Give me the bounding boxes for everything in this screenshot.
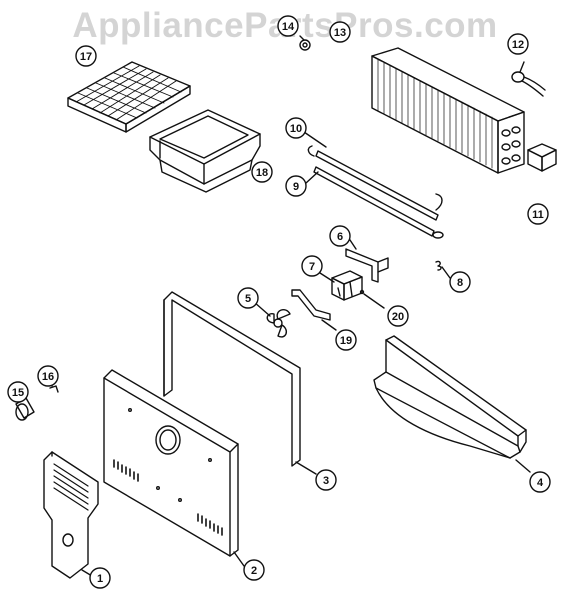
callout-3-circle (315, 469, 337, 491)
callout-17: 17 (80, 51, 92, 63)
heater-element[interactable] (305, 166, 444, 239)
mounting-strap[interactable] (291, 289, 337, 331)
callout-7: 7 (309, 261, 315, 273)
callout-17-circle (75, 45, 97, 67)
rear-panel[interactable] (103, 369, 245, 567)
callout-15: 15 (12, 387, 24, 399)
callout-16: 16 (42, 371, 54, 383)
callout-14: 14 (282, 21, 295, 33)
callout-16-circle (37, 365, 59, 387)
defrost-thermostat[interactable] (511, 61, 546, 97)
defrost-heater[interactable] (303, 131, 443, 221)
ice-bin[interactable] (149, 109, 261, 193)
callout-18-circle (251, 161, 273, 183)
callout-4-circle (529, 471, 551, 493)
terminal-block[interactable] (527, 143, 557, 172)
evaporator[interactable] (371, 47, 525, 174)
defrost-timer[interactable] (319, 270, 385, 309)
callout-10-circle (285, 117, 307, 139)
callout-19: 19 (340, 335, 352, 347)
callout-1-circle (89, 567, 111, 589)
callout-2-circle (243, 559, 265, 581)
callout-12-circle (507, 33, 529, 55)
callout-15-circle (7, 381, 29, 403)
nut-part[interactable] (299, 35, 311, 51)
callout-20-circle (387, 305, 409, 327)
screw-part[interactable] (435, 260, 451, 279)
callout-4: 4 (537, 477, 544, 489)
callout-19-circle (335, 329, 357, 351)
vent-housing[interactable] (43, 451, 99, 579)
callout-8-circle (449, 271, 471, 293)
callout-13: 13 (334, 27, 346, 39)
callout-6: 6 (337, 231, 343, 243)
callout-9: 9 (293, 181, 299, 193)
callout-10: 10 (290, 123, 302, 135)
gasket-frame[interactable] (163, 291, 317, 475)
ice-cube-tray[interactable] (67, 61, 191, 133)
crisper-channel[interactable] (373, 335, 531, 473)
callout-9-circle (285, 175, 307, 197)
callout-8: 8 (457, 277, 463, 289)
callout-20: 20 (392, 311, 404, 323)
callout-7-circle (301, 255, 323, 277)
callout-3: 3 (323, 475, 329, 487)
callout-11-circle (527, 203, 549, 225)
fan-blade[interactable] (253, 301, 291, 338)
callout-11: 11 (532, 209, 544, 221)
callout-5-circle (237, 287, 259, 309)
callout-1: 1 (97, 573, 103, 585)
callout-13-circle (329, 21, 351, 43)
callout-14-circle (277, 15, 299, 37)
callout-5: 5 (245, 293, 251, 305)
callout-12: 12 (512, 39, 524, 51)
callout-6-circle (329, 225, 351, 247)
callout-18: 18 (256, 167, 268, 179)
callout-2: 2 (251, 565, 257, 577)
